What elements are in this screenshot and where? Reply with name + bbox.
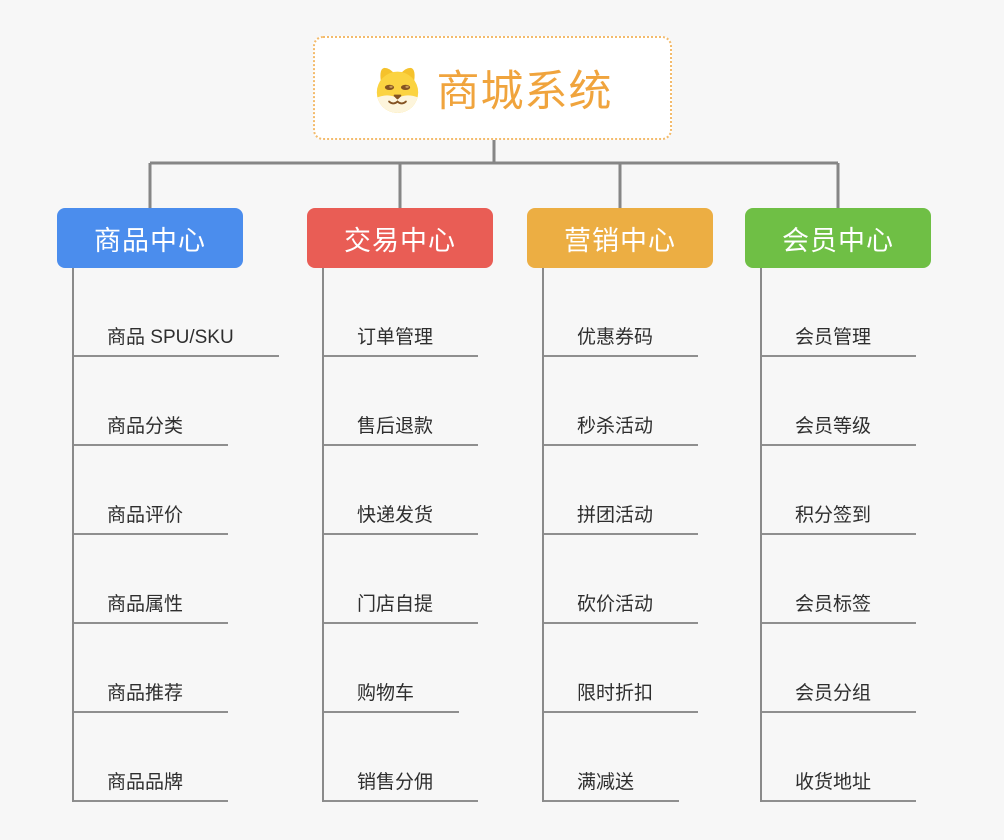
child-topic[interactable]: 秒杀活动: [544, 357, 699, 446]
child-topic[interactable]: 商品品牌: [74, 713, 229, 802]
branch-header-product-center[interactable]: 商品中心: [57, 208, 243, 268]
branch-header-trade-center[interactable]: 交易中心: [307, 208, 493, 268]
branch-header-marketing-center[interactable]: 营销中心: [527, 208, 713, 268]
branch-children-list: 会员管理 会员等级 积分签到 会员标签 会员分组 收货地址: [760, 268, 917, 802]
child-topic[interactable]: 收货地址: [762, 713, 917, 802]
child-topic[interactable]: 售后退款: [324, 357, 479, 446]
child-topic[interactable]: 会员分组: [762, 624, 917, 713]
child-topic[interactable]: 拼团活动: [544, 446, 699, 535]
child-topic[interactable]: 砍价活动: [544, 535, 699, 624]
child-topic[interactable]: 会员标签: [762, 535, 917, 624]
branch-children-list: 优惠券码 秒杀活动 拼团活动 砍价活动 限时折扣 满减送: [542, 268, 699, 802]
child-topic[interactable]: 订单管理: [324, 268, 479, 357]
branch-children-list: 订单管理 售后退款 快递发货 门店自提 购物车 销售分佣: [322, 268, 479, 802]
child-topic[interactable]: 优惠券码: [544, 268, 699, 357]
child-topic[interactable]: 商品分类: [74, 357, 229, 446]
child-topic[interactable]: 购物车: [324, 624, 460, 713]
branch-member-center: 会员中心 会员管理 会员等级 积分签到 会员标签 会员分组 收货地址: [745, 208, 931, 802]
root-topic-node[interactable]: 商城系统: [313, 36, 672, 140]
doge-icon: [376, 67, 418, 113]
child-topic[interactable]: 快递发货: [324, 446, 479, 535]
child-topic[interactable]: 会员管理: [762, 268, 917, 357]
child-topic[interactable]: 限时折扣: [544, 624, 699, 713]
branch-trade-center: 交易中心 订单管理 售后退款 快递发货 门店自提 购物车 销售分佣: [307, 208, 493, 802]
child-topic[interactable]: 商品 SPU/SKU: [74, 268, 279, 357]
branch-header-member-center[interactable]: 会员中心: [745, 208, 931, 268]
child-topic[interactable]: 积分签到: [762, 446, 917, 535]
child-topic[interactable]: 商品属性: [74, 535, 229, 624]
child-topic[interactable]: 销售分佣: [324, 713, 479, 802]
child-topic[interactable]: 商品评价: [74, 446, 229, 535]
child-topic[interactable]: 满减送: [544, 713, 680, 802]
child-topic[interactable]: 商品推荐: [74, 624, 229, 713]
child-topic[interactable]: 会员等级: [762, 357, 917, 446]
branch-product-center: 商品中心 商品 SPU/SKU 商品分类 商品评价 商品属性 商品推荐 商品品牌: [57, 208, 279, 802]
child-topic[interactable]: 门店自提: [324, 535, 479, 624]
branch-children-list: 商品 SPU/SKU 商品分类 商品评价 商品属性 商品推荐 商品品牌: [72, 268, 279, 802]
branch-marketing-center: 营销中心 优惠券码 秒杀活动 拼团活动 砍价活动 限时折扣 满减送: [527, 208, 713, 802]
root-topic-title: 商城系统: [436, 68, 613, 116]
